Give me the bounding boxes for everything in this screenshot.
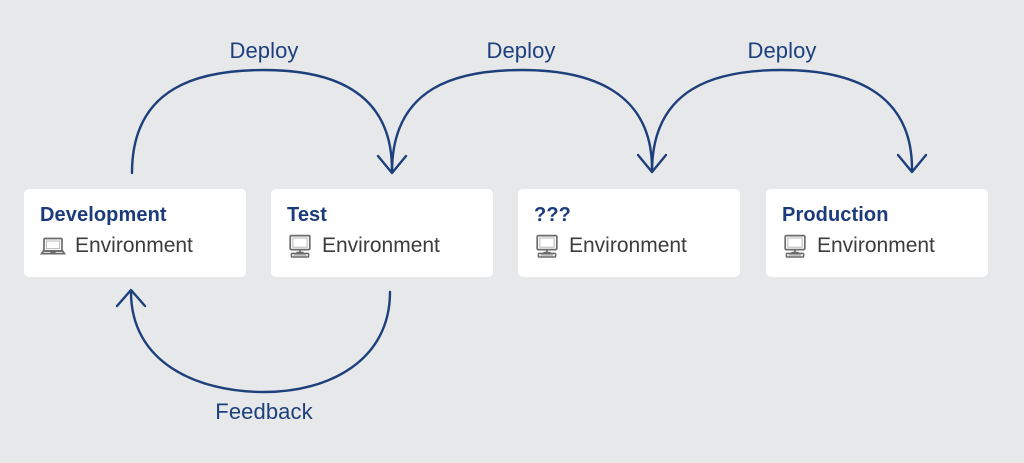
flow-label-deploy-3: Deploy xyxy=(747,38,817,63)
desktop-computer-icon xyxy=(289,234,311,258)
env-card-production[interactable]: Production Environment xyxy=(766,189,988,277)
env-card-title-unknown: ??? xyxy=(534,204,571,226)
env-card-row-development: Environment xyxy=(40,233,246,259)
env-card-subtitle-production: Environment xyxy=(817,234,935,257)
env-card-row-unknown: Environment xyxy=(534,233,740,259)
feedback-arrow xyxy=(129,290,392,394)
flow-label-deploy-1: Deploy xyxy=(229,38,299,63)
deploy-arrow-3 xyxy=(650,68,914,174)
deploy-arrow-1 xyxy=(130,68,394,175)
env-card-test[interactable]: Test Environment xyxy=(271,189,493,277)
env-card-title-production: Production xyxy=(782,204,889,226)
env-card-row-test: Environment xyxy=(287,233,493,259)
env-card-subtitle-development: Environment xyxy=(75,234,193,257)
desktop-computer-icon xyxy=(784,234,806,258)
env-card-subtitle-unknown: Environment xyxy=(569,234,687,257)
env-card-unknown[interactable]: ??? Environment xyxy=(518,189,740,277)
deploy-arrow-2 xyxy=(390,68,654,174)
laptop-icon xyxy=(40,237,66,255)
env-card-title-development: Development xyxy=(40,204,167,226)
feedback-arrowhead xyxy=(115,288,147,308)
env-card-development[interactable]: Development Environment xyxy=(24,189,246,277)
deploy-arrowhead-3 xyxy=(896,153,928,174)
env-card-subtitle-test: Environment xyxy=(322,234,440,257)
flow-label-feedback: Feedback xyxy=(215,399,313,424)
env-card-title-test: Test xyxy=(287,204,328,226)
flow-label-deploy-2: Deploy xyxy=(486,38,556,63)
env-card-row-production: Environment xyxy=(782,233,988,259)
desktop-computer-icon xyxy=(536,234,558,258)
